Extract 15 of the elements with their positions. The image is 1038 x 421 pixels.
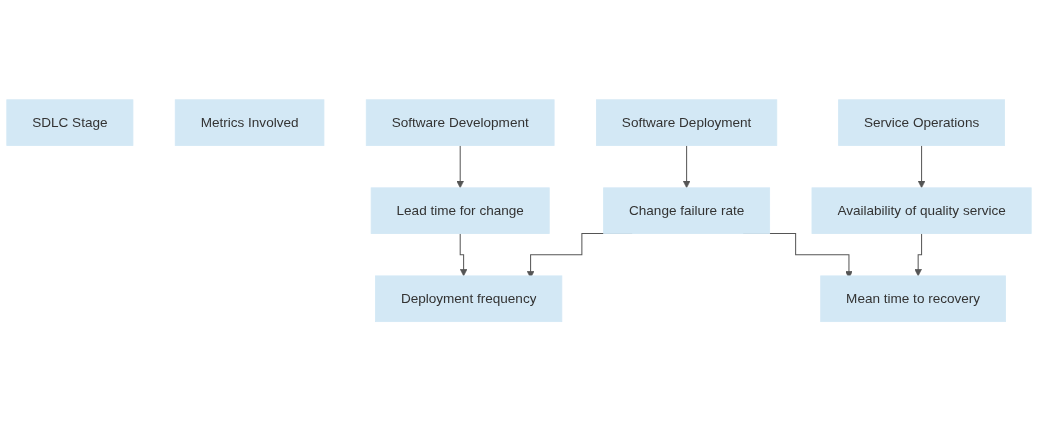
node-box: Change failure rate bbox=[603, 187, 771, 234]
node-box: Service Operations bbox=[838, 99, 1005, 146]
arrow bbox=[459, 232, 468, 277]
arrow bbox=[917, 144, 926, 188]
arrow bbox=[682, 144, 691, 188]
node-box: Deployment frequency bbox=[375, 275, 563, 322]
node-box: Availability of quality service bbox=[811, 187, 1032, 234]
arrow bbox=[914, 232, 923, 277]
arrow bbox=[456, 144, 464, 188]
node-box: Mean time to recovery bbox=[820, 275, 1006, 322]
node-box: Metrics Involved bbox=[174, 99, 325, 146]
node-box: Software Development bbox=[365, 99, 555, 146]
node-box: SDLC Stage bbox=[6, 99, 134, 146]
node-box: Software Deployment bbox=[596, 99, 778, 146]
node-box: Lead time for change bbox=[370, 187, 550, 234]
